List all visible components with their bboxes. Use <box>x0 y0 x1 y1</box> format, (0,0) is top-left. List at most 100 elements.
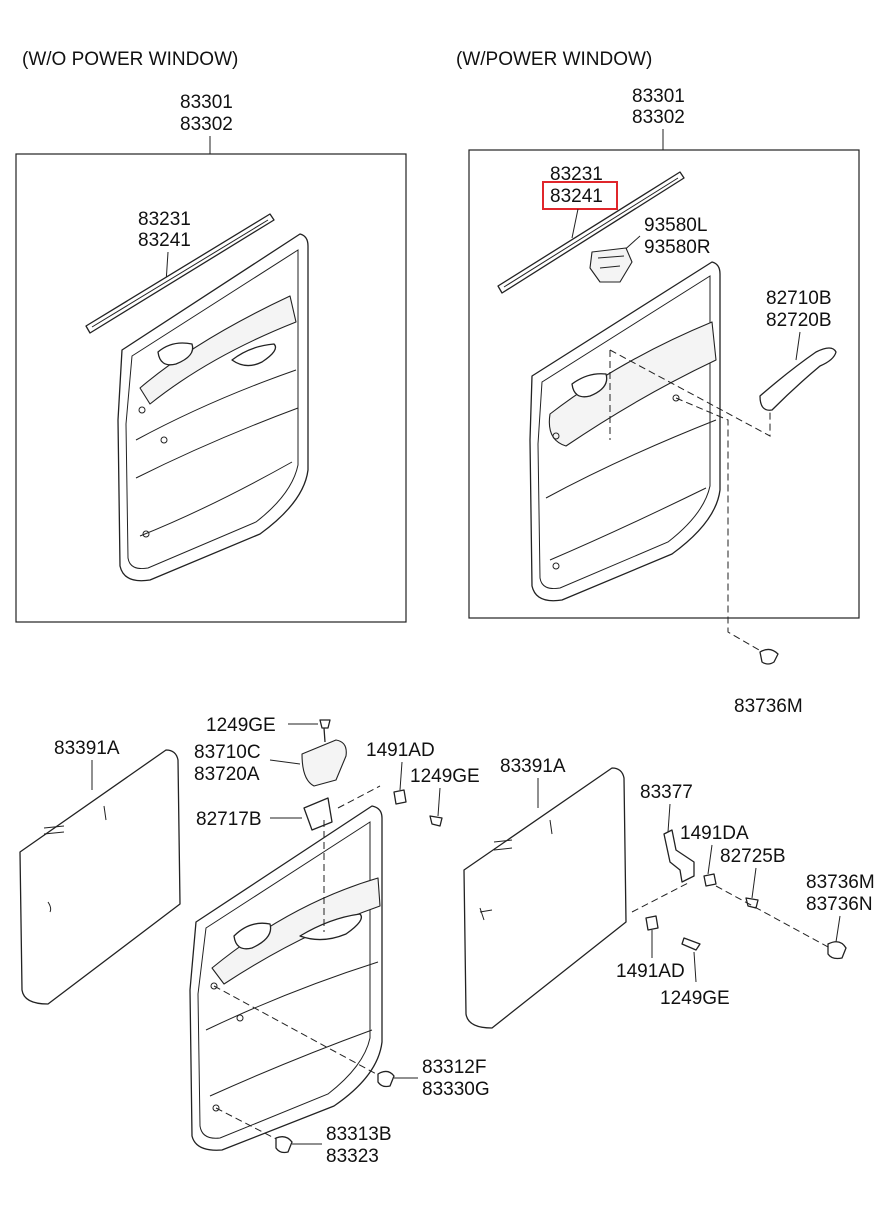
label-screw-right: 1249GE <box>410 766 480 787</box>
right-door-trim-inner <box>537 275 711 589</box>
lower-clip-hole-2 <box>236 1014 244 1022</box>
leader-bracket-83377 <box>667 803 671 833</box>
leader-inside-handle <box>269 759 301 765</box>
label-fastener-83736m: 83736M <box>806 872 875 893</box>
fastener-83736-part <box>827 941 847 960</box>
lower-left-group: 83391A 1249GE 83710C 83720A 82717B 1491A… <box>19 715 490 1167</box>
lower-right-group: 83391A 83377 1491DA 82725B 83736M 83736N… <box>463 756 875 1029</box>
leader-screw-1249ge-lower <box>693 951 697 983</box>
label-clip-1491da: 1491DA <box>680 823 749 844</box>
label-switch-bezel-2: 93580R <box>644 237 711 258</box>
pull-handle-part <box>759 347 837 411</box>
right-trim-crease-2 <box>549 487 707 561</box>
lower-pull-cup <box>299 913 363 941</box>
right-trim-crease-1 <box>545 419 717 499</box>
lower-clip-hole-3 <box>212 1104 220 1112</box>
label-lower-right-sheet: 83391A <box>500 756 566 777</box>
leader-screw-82725b <box>751 867 757 899</box>
label-screw-top: 1249GE <box>206 715 276 736</box>
label-clip-1491ad-lower: 1491AD <box>616 961 685 982</box>
label-screw-1249ge-lower: 1249GE <box>660 988 730 1009</box>
right-clip-hole-1 <box>552 432 560 440</box>
lower-right-seal-sheet-part <box>463 767 627 1029</box>
leader-screw-right <box>437 787 441 817</box>
label-left-weatherstrip-2: 83241 <box>138 230 191 251</box>
label-fastener-low-2: 83323 <box>326 1146 379 1167</box>
label-clip-1491ad: 1491AD <box>366 740 435 761</box>
lower-right-sheet-marks <box>479 819 553 921</box>
right-armrest <box>548 321 717 447</box>
left-panel: 83301 83302 83231 83241 <box>15 92 407 623</box>
screw-1249ge-lower-part <box>681 937 701 951</box>
bracket-83377-part <box>663 829 695 883</box>
right-clip-hole-2 <box>672 394 680 402</box>
inside-handle-part <box>301 739 347 787</box>
right-handle-recess <box>571 373 608 398</box>
switch-bezel-part <box>589 247 633 283</box>
fastener-83313b-part <box>275 1136 293 1154</box>
leader-fastener-83736 <box>835 915 841 943</box>
label-right-weatherstrip-1: 83231 <box>550 164 603 185</box>
right-dash-fastener <box>675 397 767 655</box>
label-pull-handle-1: 82710B <box>766 288 832 309</box>
left-panel-frame <box>15 153 407 623</box>
header-with-power-window: (W/POWER WINDOW) <box>456 49 652 70</box>
lower-clip-hole-1 <box>210 982 218 990</box>
left-trim-crease-2 <box>135 407 299 479</box>
lower-left-seal-sheet-part <box>19 749 181 1005</box>
fastener-83312f-part <box>377 1070 395 1088</box>
label-right-fastener: 83736M <box>734 696 803 717</box>
leader-clip-1491ad <box>399 761 403 791</box>
label-right-trim-1: 83301 <box>632 86 685 107</box>
fastener-83736m-part <box>759 648 779 665</box>
left-pull-cup <box>231 343 277 367</box>
clip-1491da-part <box>703 873 717 887</box>
right-panel-frame <box>468 149 860 619</box>
lower-trim-crease-1 <box>205 961 379 1031</box>
left-door-trim-part <box>117 233 309 582</box>
leader-pull-handle <box>795 331 801 361</box>
screw-right-part <box>429 815 443 827</box>
bracket-part <box>303 797 333 831</box>
label-bracket-83377: 83377 <box>640 782 693 803</box>
lower-left-dash-lines <box>213 785 381 1143</box>
label-fastener-low-1: 83313B <box>326 1124 392 1145</box>
lower-trim-crease-2 <box>209 1029 373 1097</box>
label-inside-handle-2: 83720A <box>194 764 260 785</box>
clip-1491ad-lower-part <box>645 915 659 931</box>
switch-bezel-detail <box>597 255 625 269</box>
label-fastener-mid-1: 83312F <box>422 1057 486 1078</box>
lower-handle-recess <box>233 922 272 950</box>
left-trim-crease-3 <box>139 461 293 537</box>
lower-right-dash-lines <box>631 881 831 949</box>
left-door-trim-inner <box>125 249 299 569</box>
label-inside-handle-1: 83710C <box>194 742 261 763</box>
left-handle-recess <box>157 342 194 366</box>
label-right-trim-2: 83302 <box>632 107 685 128</box>
header-without-power-window: (W/O POWER WINDOW) <box>22 49 238 70</box>
label-left-weatherstrip-1: 83231 <box>138 209 191 230</box>
label-screw-82725b: 82725B <box>720 846 786 867</box>
left-trim-crease-1 <box>135 369 297 441</box>
left-clip-hole-1 <box>138 406 146 414</box>
leader-clip-1491da <box>707 844 713 875</box>
lower-door-trim-part <box>189 805 383 1151</box>
label-lower-left-sheet: 83391A <box>54 738 120 759</box>
screw-top-part <box>319 719 331 743</box>
right-clip-hole-3 <box>552 562 560 570</box>
label-pull-handle-2: 82720B <box>766 310 832 331</box>
lower-left-sheet-marks <box>43 805 107 913</box>
label-bracket: 82717B <box>196 809 262 830</box>
label-fastener-mid-2: 83330G <box>422 1079 490 1100</box>
label-right-weatherstrip-2: 83241 <box>550 186 603 207</box>
left-clip-hole-2 <box>160 436 168 444</box>
right-dash-handle <box>609 349 771 440</box>
label-switch-bezel-1: 93580L <box>644 215 707 236</box>
highlight-box <box>542 181 618 210</box>
label-left-trim-2: 83302 <box>180 114 233 135</box>
label-left-trim-1: 83301 <box>180 92 233 113</box>
label-fastener-83736n: 83736N <box>806 894 873 915</box>
right-panel: 83301 83302 83231 83241 93580L 93580R 82… <box>468 86 860 665</box>
left-weatherstrip-line <box>91 219 269 328</box>
clip-1491ad-part <box>393 789 407 805</box>
